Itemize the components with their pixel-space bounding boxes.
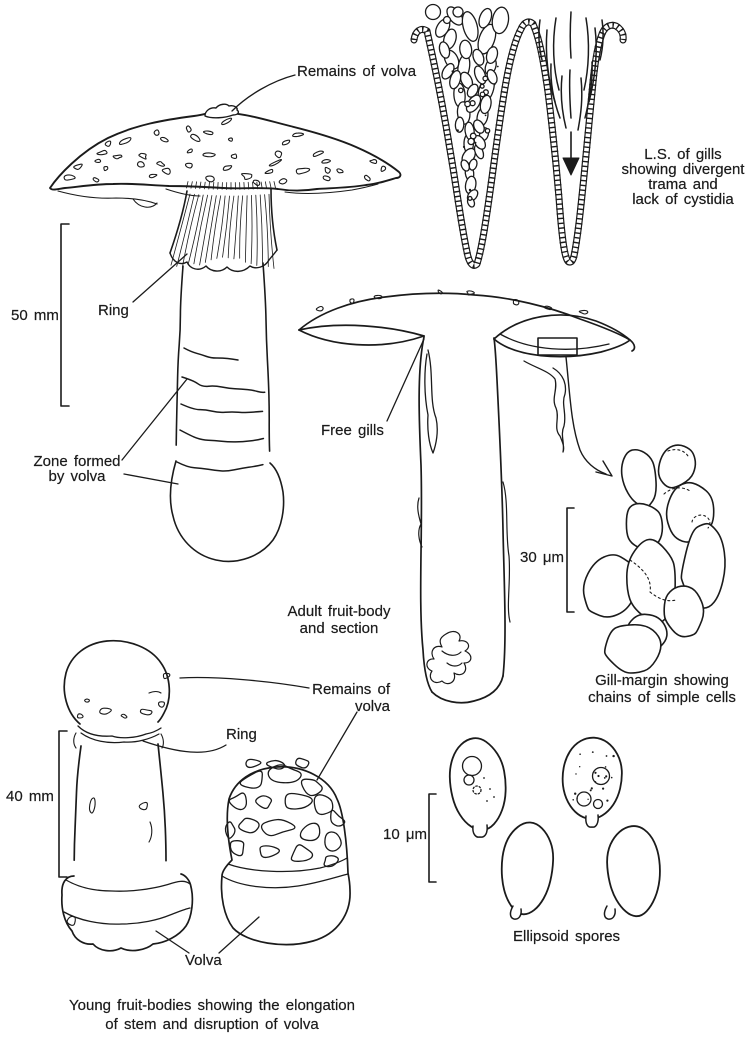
- free-gills-leader: [386, 338, 425, 422]
- spore-apiculi: [472, 814, 616, 920]
- label-gill-margin: Gill-margin showing chains of simple cel…: [588, 672, 736, 706]
- remains-bottom-leader-2: [316, 711, 358, 781]
- leader-lines: [121, 74, 358, 954]
- spore-contents: [461, 751, 615, 810]
- label-ring-bottom: Ring: [226, 726, 257, 743]
- section-cap-warts: [315, 289, 589, 315]
- zone-leader-1: [121, 378, 188, 461]
- basal-bulb: [169, 460, 285, 563]
- label-volva: Volva: [185, 952, 222, 969]
- label-adult-fruit-body: Adult fruit-body and section: [287, 603, 391, 637]
- section-cap-top: [298, 292, 636, 352]
- label-caption: Young fruit-bodies showing the elongatio…: [69, 997, 355, 1033]
- label-scale-30um: 30 μm: [520, 549, 564, 566]
- young-volva-cup: [60, 873, 194, 952]
- label-free-gills: Free gills: [321, 422, 384, 439]
- label-ellipsoid-spores: Ellipsoid spores: [513, 928, 621, 945]
- label-remains-of-volva-top: Remains of volva: [297, 63, 417, 80]
- label-zone-formed-by-volva: Zone formed by volva: [33, 453, 121, 485]
- cap-warts: [63, 117, 387, 187]
- scale-bars: [58, 223, 575, 883]
- young-fruit-body-right: [220, 757, 351, 946]
- remains-bottom-leader-1: [179, 676, 310, 689]
- scalebar-10um: [428, 793, 437, 883]
- ring-skirt: [169, 188, 278, 273]
- zone-leader-2: [123, 473, 179, 485]
- gill-striations: [186, 181, 276, 190]
- scalebar-30um: [566, 507, 575, 613]
- young-cap: [63, 639, 171, 725]
- stem: [169, 262, 285, 563]
- ring-top-leader: [132, 253, 188, 303]
- young-fruit-body-left: [60, 639, 194, 952]
- scalebar-40mm: [58, 730, 68, 878]
- cap-volva-remnant: [204, 103, 240, 119]
- label-ls-of-gills: L.S. of gills showing divergent trama an…: [621, 146, 745, 208]
- gill-longitudinal-section: [410, 3, 627, 269]
- adult-fruit-body-side-view: [49, 103, 402, 563]
- spores: [448, 736, 661, 920]
- label-scale-50mm: 50 mm: [11, 307, 59, 324]
- label-scale-40mm: 40 mm: [6, 788, 54, 805]
- divergent-trama-lines: [538, 11, 604, 131]
- marker-arrow: [565, 356, 607, 475]
- remains-top-leader: [231, 74, 296, 112]
- label-ring-top: Ring: [98, 302, 129, 319]
- gill-margin-cells: [582, 444, 726, 674]
- scalebar-50mm: [60, 223, 70, 407]
- volva-leader-2: [218, 916, 260, 954]
- volva-leader-1: [155, 930, 190, 954]
- label-remains-of-volva-bottom: Remains of volva: [312, 681, 390, 715]
- gill-margin-marker-rect: [537, 337, 578, 356]
- adult-fruit-body-section: [298, 289, 636, 704]
- cap-outline: [49, 111, 402, 192]
- disrupted-volva-patches: [224, 757, 346, 868]
- ring-bottom-leader: [142, 740, 227, 753]
- trama-cells: [424, 3, 510, 208]
- label-scale-10um: 10 μm: [383, 826, 427, 843]
